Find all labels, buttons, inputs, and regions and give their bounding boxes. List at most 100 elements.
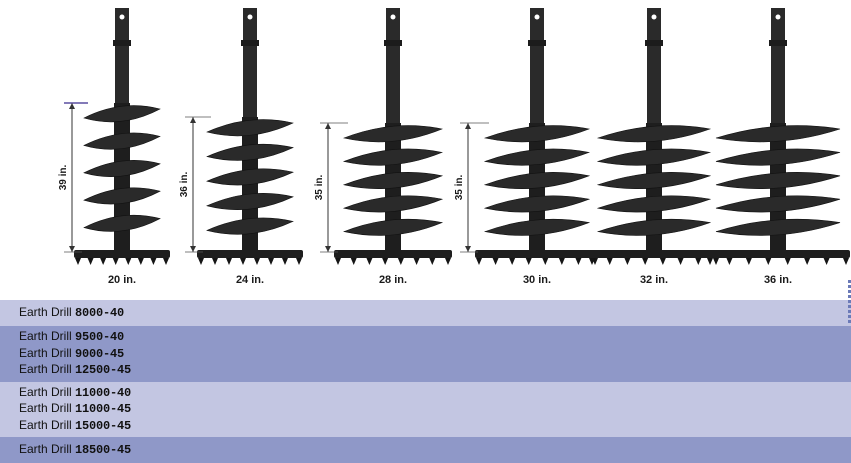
auger-4: 30 in. 35 in. (454, 8, 599, 286)
model-group-4: Earth Drill 18500-45 (0, 437, 851, 463)
auger-flight (342, 195, 444, 213)
model-group-3: Earth Drill 11000-40 Earth Drill 11000-4… (0, 382, 851, 437)
cutting-tooth (350, 258, 357, 265)
pin-hole (775, 14, 781, 20)
diameter-label: 20 in. (108, 274, 136, 286)
cutting-tooth (137, 258, 144, 265)
cutting-tooth (492, 258, 499, 265)
cutting-tooth (413, 258, 420, 265)
model-group-1: Earth Drill 8000-40 (0, 300, 851, 326)
model-group-2: Earth Drill 9500-40 Earth Drill 9000-45 … (0, 326, 851, 382)
auger-flight (206, 217, 294, 235)
cutting-tooth (476, 258, 482, 265)
model-row: Earth Drill 12500-45 (19, 362, 132, 378)
auger-flight (83, 214, 161, 232)
auger-flight (342, 125, 444, 143)
auger-flight (206, 143, 294, 161)
cutting-tooth (659, 258, 666, 265)
cutting-tooth (87, 258, 94, 265)
cutting-tooth (282, 258, 288, 265)
auger-5: 32 in. (588, 8, 720, 286)
cutting-tooth (558, 258, 565, 265)
auger-illustrations: 20 in.39 in.24 in.36 in.28 in.35 in.30 i… (58, 8, 850, 286)
model-compatibility-table: Earth Drill 8000-40 Earth Drill 9500-40 … (0, 300, 851, 463)
auger-flight (206, 119, 294, 137)
cutting-head (334, 250, 452, 258)
length-label: 36 in. (179, 172, 190, 198)
model-row: Earth Drill 9000-45 (19, 345, 125, 361)
cutting-tooth (268, 258, 274, 265)
cutting-tooth (366, 258, 373, 265)
cutting-tooth (677, 258, 684, 265)
auger-collar (113, 40, 131, 46)
cutting-head (706, 250, 850, 258)
auger-flight (83, 160, 161, 177)
auger-flight (596, 125, 712, 143)
cutting-tooth (695, 258, 702, 265)
auger-shaft (771, 8, 785, 123)
cutting-tooth (254, 258, 260, 265)
auger-flight (483, 218, 591, 236)
auger-shaft (530, 8, 544, 123)
length-label: 39 in. (58, 165, 69, 191)
cutting-tooth (804, 258, 811, 265)
cutting-tooth (726, 258, 733, 265)
cutting-tooth (784, 258, 791, 265)
pin-hole (119, 14, 125, 20)
model-row: Earth Drill 9500-40 (19, 329, 125, 345)
auger-collar (384, 40, 402, 46)
auger-flight (483, 125, 591, 143)
cutting-tooth (382, 258, 389, 265)
auger-flight (342, 218, 444, 236)
auger-shaft (115, 8, 129, 103)
auger-flight (596, 148, 712, 166)
cutting-tooth (642, 258, 649, 265)
cutting-tooth (75, 258, 81, 265)
cutting-tooth (212, 258, 218, 265)
pin-hole (651, 14, 657, 20)
model-row: Earth Drill 15000-45 (19, 417, 132, 433)
auger-shaft (386, 8, 400, 123)
cutting-tooth (606, 258, 613, 265)
cutting-tooth (429, 258, 436, 265)
cutting-tooth (397, 258, 404, 265)
pin-hole (390, 14, 396, 20)
cutting-tooth (509, 258, 516, 265)
cutting-head (588, 250, 720, 258)
diameter-label: 32 in. (640, 274, 668, 286)
cutting-tooth (240, 258, 246, 265)
auger-flight (342, 148, 444, 166)
cutting-tooth (150, 258, 157, 265)
auger-flight (715, 218, 841, 236)
auger-flight (483, 172, 591, 190)
diameter-label: 28 in. (379, 274, 407, 286)
diameter-label: 30 in. (523, 274, 551, 286)
auger-flight (596, 218, 712, 236)
cutting-tooth (198, 258, 204, 265)
model-row: Earth Drill 18500-45 (19, 441, 132, 457)
auger-flight (206, 168, 294, 186)
auger-flight (206, 193, 294, 210)
cutting-head (74, 250, 170, 258)
auger-6: 36 in. (706, 8, 850, 286)
length-dimension: 35 in. (454, 122, 489, 253)
cutting-head (475, 250, 599, 258)
auger-3: 28 in.35 in. (314, 8, 452, 286)
auger-flight (715, 125, 841, 143)
auger-collar (528, 40, 546, 46)
cutting-tooth (100, 258, 107, 265)
pin-hole (247, 14, 253, 20)
auger-flight (483, 195, 591, 213)
cutting-tooth (575, 258, 582, 265)
auger-collar (769, 40, 787, 46)
auger-flight (83, 132, 161, 150)
cutting-tooth (163, 258, 169, 265)
length-dimension: 39 in. (58, 102, 88, 253)
cutting-tooth (296, 258, 302, 265)
cutting-tooth (707, 258, 713, 265)
model-row: Earth Drill 11000-45 (19, 401, 132, 417)
cutting-tooth (765, 258, 772, 265)
auger-flight (83, 105, 161, 123)
pin-hole (534, 14, 540, 20)
dashed-edge-marker (848, 280, 851, 325)
